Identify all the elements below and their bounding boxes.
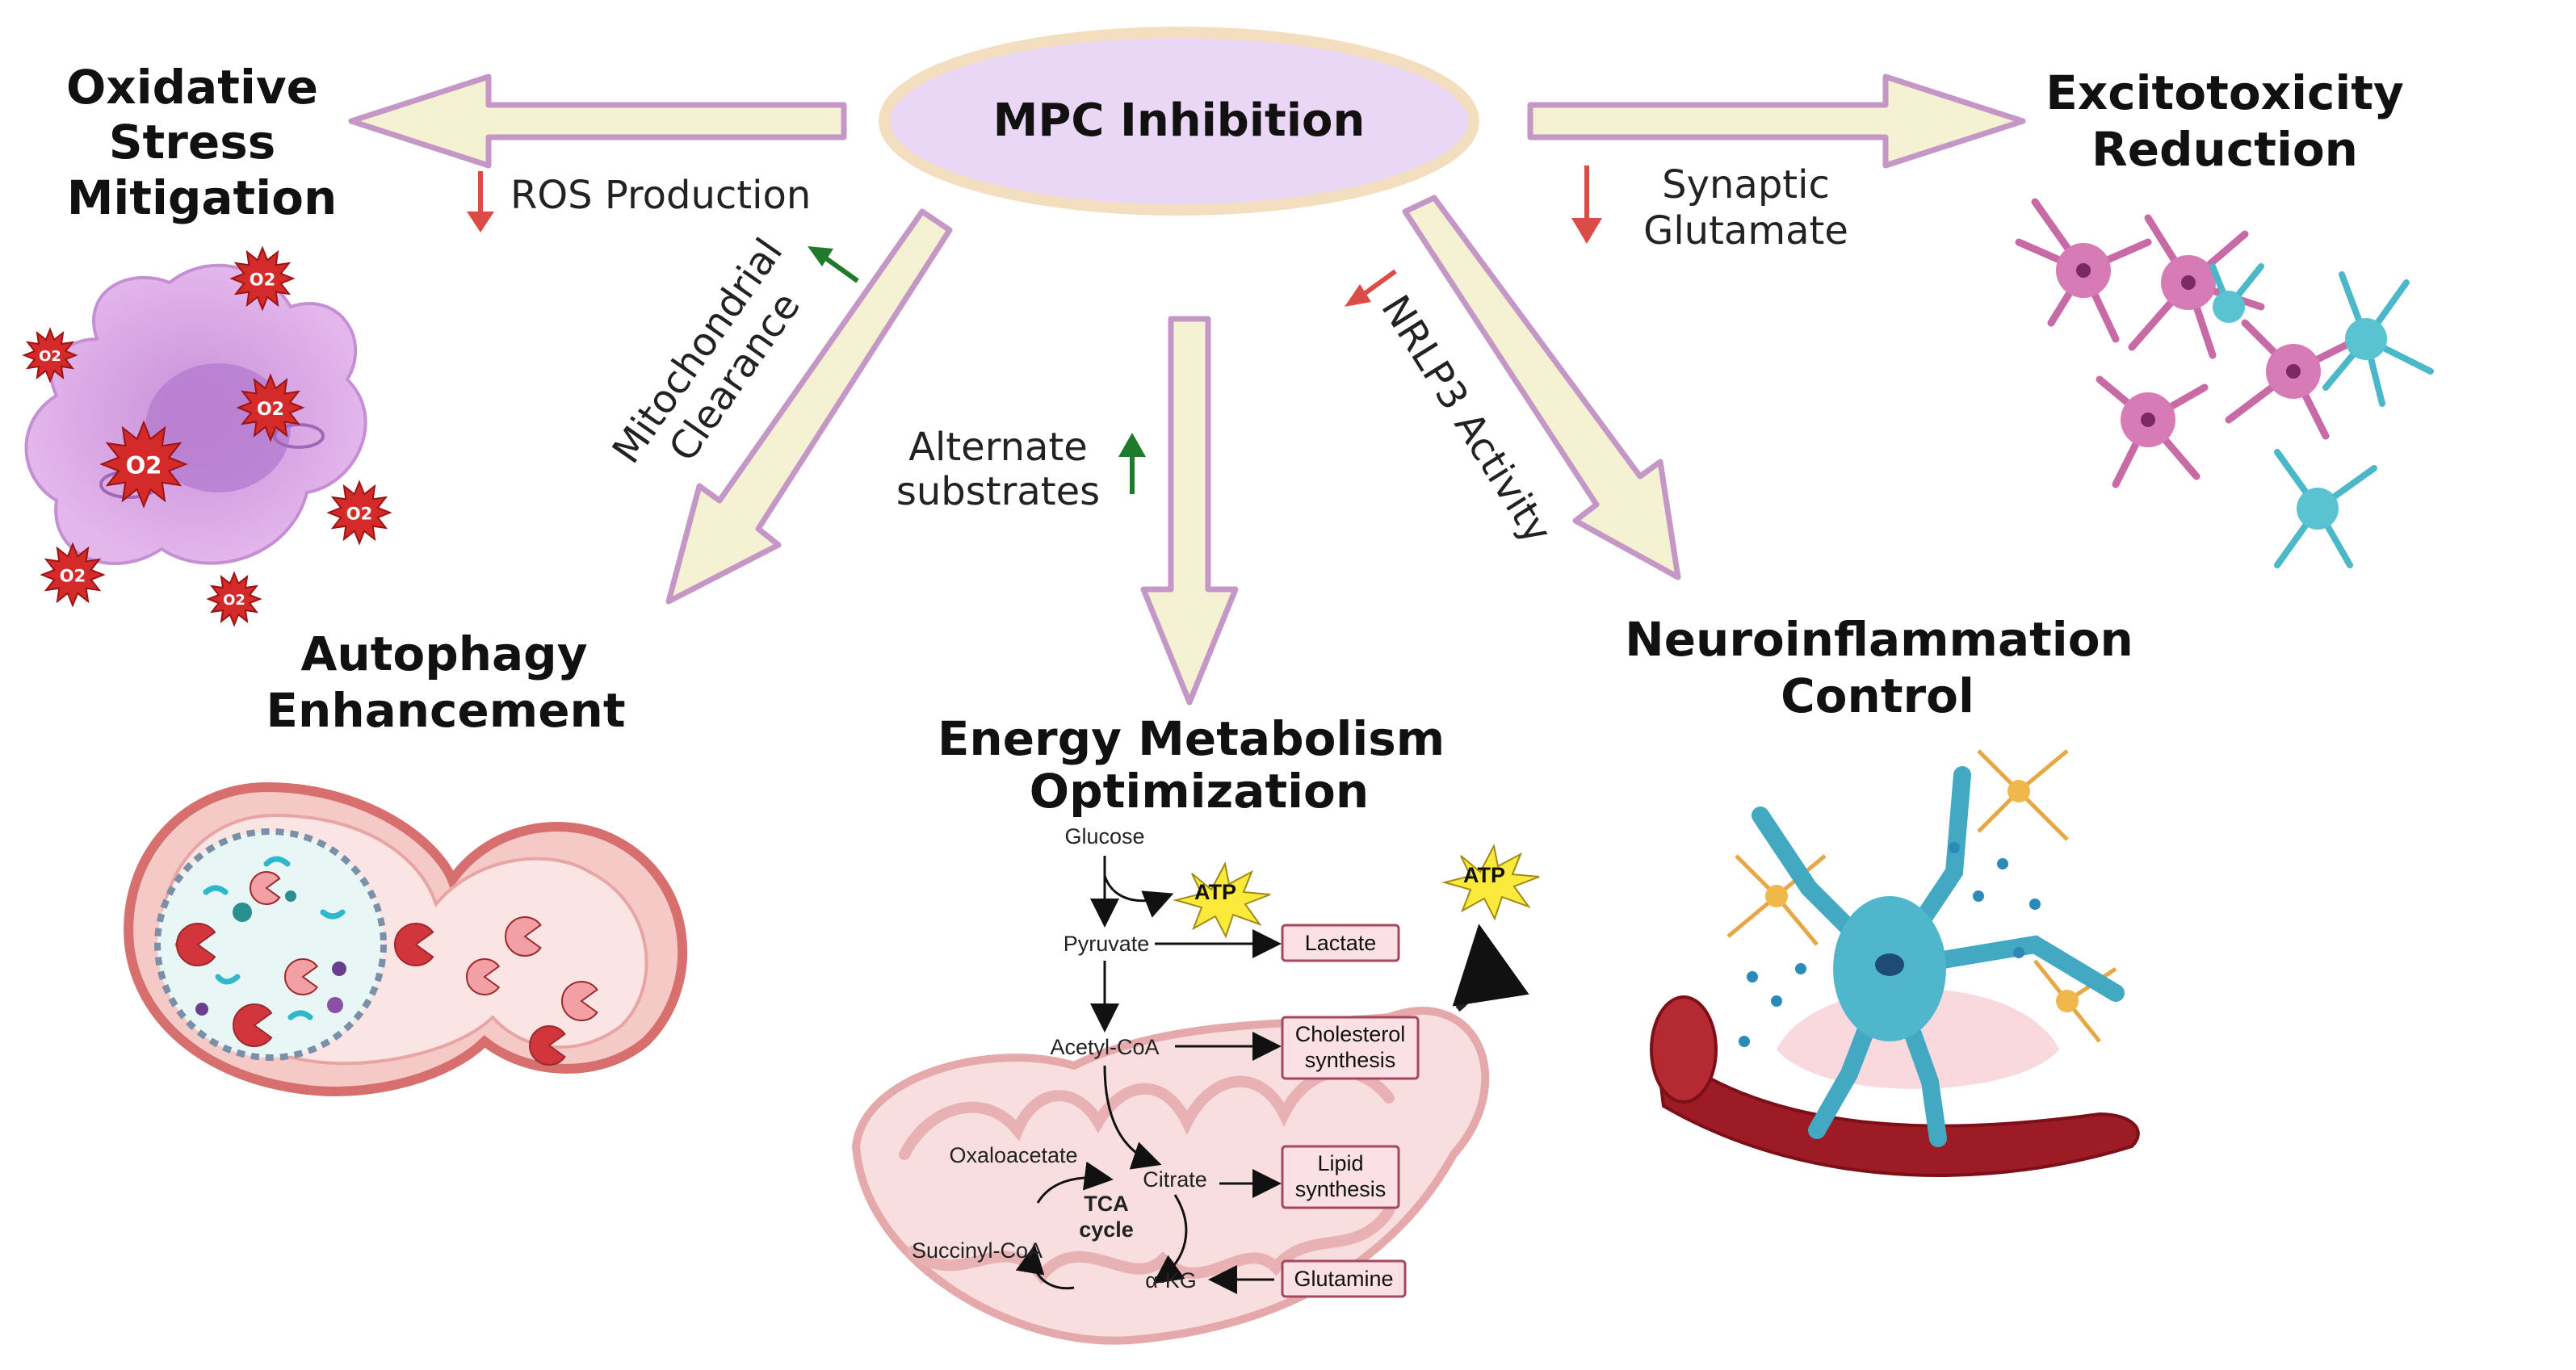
oxidative-heading-3: Mitigation <box>67 170 338 225</box>
enzyme-pacman <box>233 1003 273 1047</box>
arrow-left <box>348 73 847 169</box>
glutamine-label: Glutamine <box>1294 1267 1393 1291</box>
oxygen-star <box>206 571 262 627</box>
center-title: MPC Inhibition <box>993 94 1366 147</box>
citrate-label: Citrate <box>1143 1167 1207 1192</box>
energy-heading-1: Energy Metabolism <box>938 711 1445 766</box>
lipid-label-1: Lipid <box>1317 1151 1363 1175</box>
glucose-label: Glucose <box>1064 824 1144 848</box>
cholesterol-box <box>1281 1016 1420 1080</box>
oxygen-star-label: O2 <box>126 451 162 479</box>
alternate-label-2: substrates <box>896 469 1100 514</box>
oxygen-star <box>326 480 392 546</box>
alternate-indicator <box>1118 433 1146 494</box>
cholesterol-label-1: Cholesterol <box>1295 1022 1406 1046</box>
autophagy-heading-1: Autophagy <box>300 626 587 681</box>
oxygen-star <box>22 327 78 383</box>
cargo-dots <box>195 890 346 1016</box>
excitotoxicity-heading-1: Excitotoxicity <box>2045 65 2404 120</box>
enzyme-pacman <box>466 958 501 995</box>
tca-label-2: cycle <box>1079 1217 1134 1242</box>
enzyme-pacman <box>561 981 598 1021</box>
enzyme-pacman <box>505 916 542 957</box>
synaptic-label-1: Synaptic <box>1662 162 1830 207</box>
oxygen-star <box>40 542 106 608</box>
atp-star-2 <box>1441 844 1540 921</box>
oxygen-star <box>229 245 296 312</box>
enzyme-pacman <box>250 871 281 905</box>
arrow-right <box>1527 73 2026 169</box>
oxygen-star-label: O2 <box>223 592 245 609</box>
akg-label: α-KG <box>1145 1268 1197 1292</box>
mpc-inhibition-ellipse <box>879 27 1479 216</box>
ros-label: ROS Production <box>510 173 811 218</box>
arrow-down-right <box>1402 195 1681 580</box>
atp-star-1 <box>1173 861 1271 939</box>
oxygen-star <box>99 420 188 509</box>
oxygen-star-label: O2 <box>250 270 275 289</box>
neuroinflammation-heading-2: Control <box>1781 668 1974 723</box>
atp-label-2: ATP <box>1463 863 1505 887</box>
neurons-illustration <box>2015 198 2434 568</box>
lysosomal-enzymes <box>176 871 598 1066</box>
oxidative-cell-illustration <box>24 263 367 565</box>
alternate-label-1: Alternate <box>908 425 1088 470</box>
lactate-box <box>1281 924 1400 962</box>
energy-heading-2: Optimization <box>1030 764 1369 819</box>
lipid-label-2: synthesis <box>1295 1177 1387 1201</box>
nrlp3-indicator <box>1345 269 1397 307</box>
enzyme-pacman <box>394 923 434 966</box>
big-arrows <box>348 73 2026 706</box>
oxygen-star-label: O2 <box>60 566 86 585</box>
lipid-box <box>1281 1145 1400 1209</box>
synaptic-indicator <box>1571 165 1602 244</box>
oxidative-heading-1: Oxidative <box>66 60 318 115</box>
glutamine-box <box>1281 1259 1407 1298</box>
arrow-down-center <box>1140 316 1239 706</box>
arrow-down-left <box>665 208 953 605</box>
autophagy-illustration <box>124 781 688 1096</box>
ros-indicator <box>467 171 494 233</box>
oxygen-star <box>236 373 305 442</box>
pyruvate-label: Pyruvate <box>1064 932 1150 956</box>
neuroinflammation-illustration <box>1650 749 2140 1177</box>
oxygen-star-label: O2 <box>257 400 284 420</box>
enzyme-pacman <box>529 1025 566 1066</box>
oxygen-star-label: O2 <box>39 348 61 365</box>
excitotoxicity-heading-2: Reduction <box>2091 122 2358 177</box>
acetyl-coa-label: Acetyl-CoA <box>1050 1035 1159 1059</box>
oxaloacetate-label: Oxaloacetate <box>949 1143 1077 1167</box>
autophagy-heading-2: Enhancement <box>266 683 625 738</box>
energy-pathway: ATP ATP Glucose Pyruvate Acetyl-CoA Oxal… <box>912 824 1540 1298</box>
oxidative-heading-2: Stress <box>109 115 275 170</box>
enzyme-pacman <box>176 923 216 966</box>
synaptic-label-2: Glutamate <box>1643 208 1848 253</box>
tca-label-1: TCA <box>1084 1192 1129 1216</box>
enzyme-pacman <box>284 958 319 995</box>
cholesterol-label-2: synthesis <box>1305 1048 1396 1072</box>
mitochondrial-indicator <box>808 246 859 283</box>
atp-label-1: ATP <box>1194 880 1236 904</box>
oxygen-star-label: O2 <box>346 504 372 523</box>
succinyl-coa-label: Succinyl-CoA <box>912 1238 1043 1263</box>
lactate-label: Lactate <box>1305 931 1377 955</box>
neuroinflammation-heading-1: Neuroinflammation <box>1625 612 2133 667</box>
